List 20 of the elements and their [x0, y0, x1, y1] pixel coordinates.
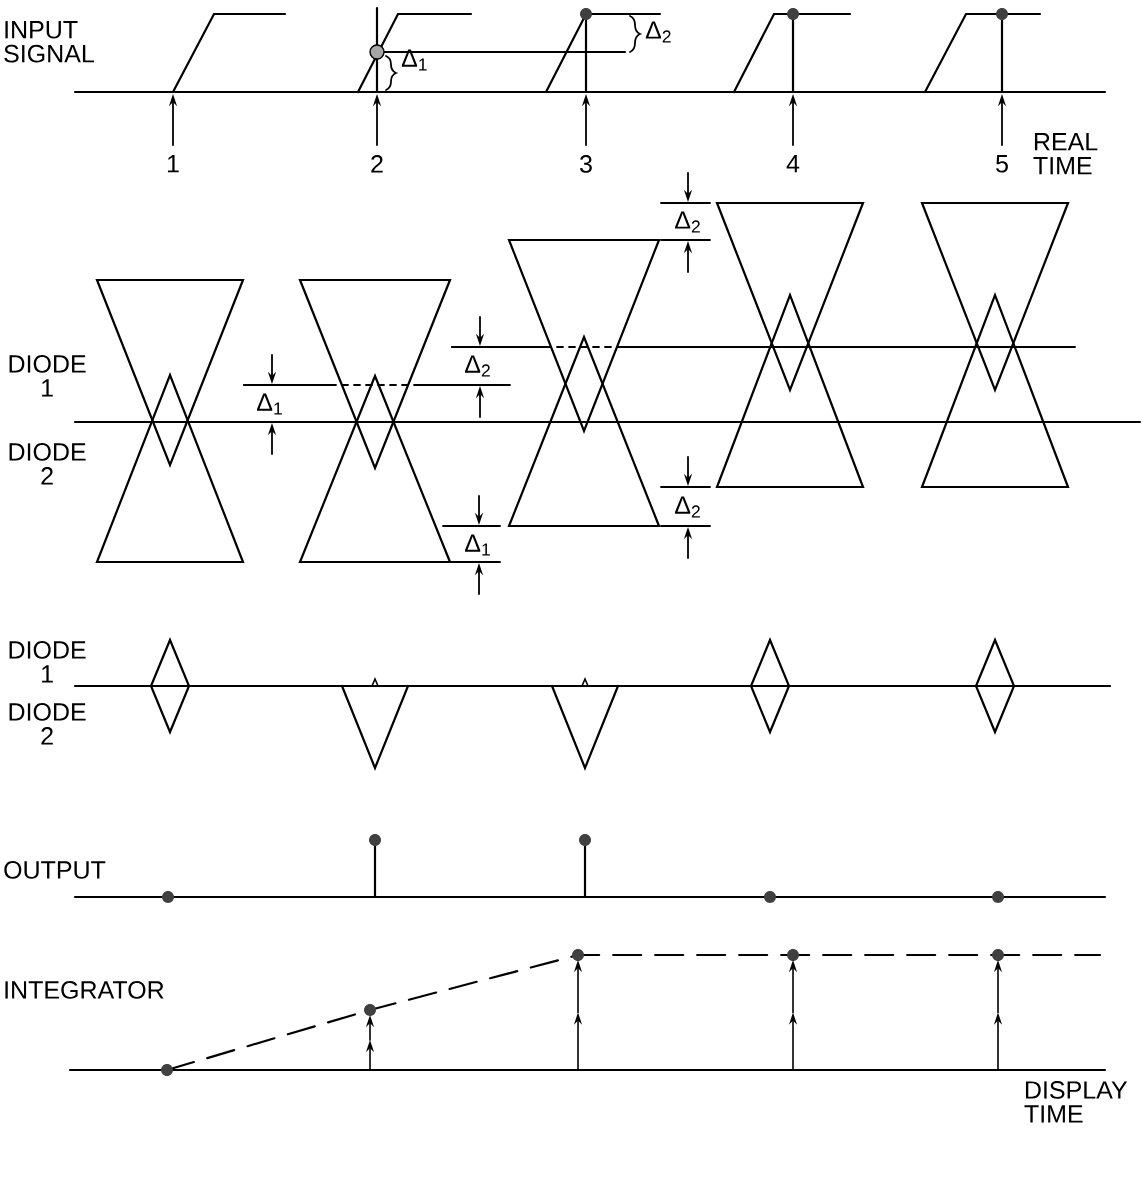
- label-text: REAL TIME: [1033, 133, 1098, 175]
- label-text: INTEGRATOR: [5, 981, 164, 999]
- label-text: Δ$_{2}$: [465, 355, 490, 377]
- label-text: 1: [167, 155, 179, 173]
- label-text: 2: [371, 155, 383, 173]
- label-text: Δ$_{2}$: [675, 496, 700, 518]
- label-text: 4: [786, 155, 800, 173]
- label-text: DIODE 1: [9, 355, 86, 397]
- label-text: Δ$_{2}$: [675, 211, 700, 233]
- label-text: DISPLAY TIME: [1024, 1081, 1128, 1123]
- label-text: Δ$_{1}$: [257, 393, 282, 415]
- label-text: OUTPUT: [4, 861, 106, 879]
- label-text: 5: [996, 155, 1008, 173]
- label-text: Δ$_{2}$: [645, 21, 671, 43]
- label-text: DIODE 2: [9, 443, 86, 485]
- label-text: Δ$_{1}$: [465, 534, 490, 556]
- label-text: INPUT SIGNAL: [4, 21, 94, 63]
- label-text: DIODE 2: [9, 703, 86, 745]
- label-text: DIODE 1: [9, 641, 86, 683]
- label-text: 3: [580, 155, 592, 173]
